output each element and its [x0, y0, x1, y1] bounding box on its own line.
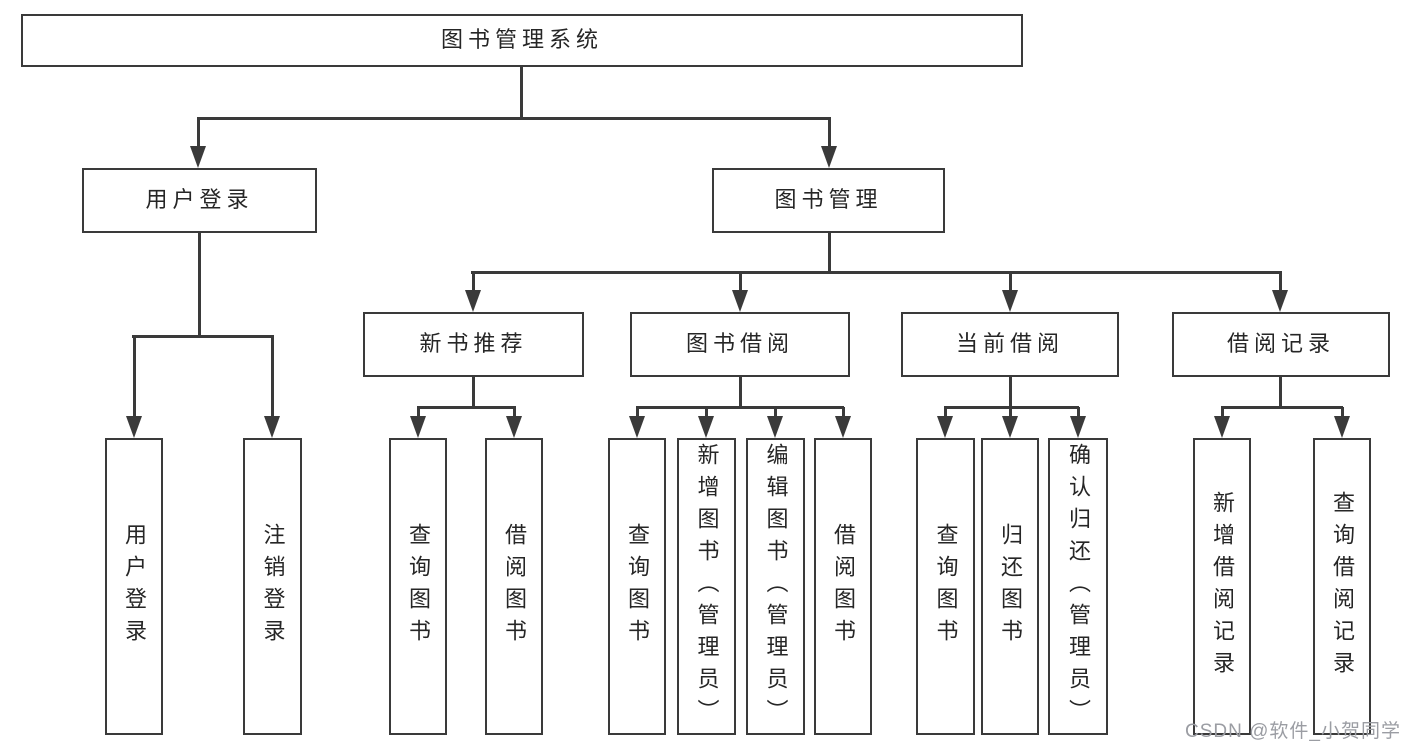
- connector-vline: [827, 233, 831, 274]
- node-borrow-records: 借阅记录: [1172, 312, 1390, 377]
- leaf-borrow-book-borrow: 借阅图书: [814, 438, 872, 735]
- arrowhead-down-icon: [264, 416, 280, 438]
- arrowhead-down-icon: [1334, 416, 1350, 438]
- arrowhead-down-icon: [1070, 416, 1086, 438]
- connector-arrow-stem: [1008, 272, 1012, 292]
- arrowhead-down-icon: [629, 416, 645, 438]
- leaf-user-login: 用户登录: [105, 438, 163, 735]
- connector-hline: [471, 270, 1282, 274]
- leaf-logout: 注销登录: [243, 438, 302, 735]
- arrowhead-down-icon: [126, 416, 142, 438]
- arrowhead-down-icon: [1272, 290, 1288, 312]
- leaf-query-book-borrow: 查询图书: [608, 438, 666, 735]
- arrowhead-down-icon: [698, 416, 714, 438]
- connector-arrow-stem: [1220, 407, 1224, 418]
- connector-hline: [132, 334, 274, 338]
- arrowhead-down-icon: [1214, 416, 1230, 438]
- leaf-confirm-return-admin: 确认归还（管理员）: [1048, 438, 1108, 735]
- connector-arrow-stem: [1076, 407, 1080, 418]
- arrowhead-down-icon: [1002, 290, 1018, 312]
- arrowhead-down-icon: [732, 290, 748, 312]
- arrowhead-down-icon: [410, 416, 426, 438]
- node-user-login: 用户登录: [82, 168, 317, 233]
- connector-arrow-stem: [471, 272, 475, 292]
- watermark: CSDN @软件_小贺同学: [1185, 721, 1401, 742]
- connector-arrow-stem: [270, 336, 274, 418]
- connector-vline: [197, 233, 201, 338]
- arrowhead-down-icon: [937, 416, 953, 438]
- arrowhead-down-icon: [190, 146, 206, 168]
- node-root: 图书管理系统: [21, 14, 1023, 67]
- node-book-mgmt: 图书管理: [712, 168, 945, 233]
- node-new-book-rec: 新书推荐: [363, 312, 584, 377]
- leaf-add-borrow-record: 新增借阅记录: [1193, 438, 1251, 735]
- arrowhead-down-icon: [821, 146, 837, 168]
- leaf-query-borrow-record: 查询借阅记录: [1313, 438, 1371, 735]
- connector-arrow-stem: [1278, 272, 1282, 292]
- connector-vline: [738, 377, 742, 409]
- connector-arrow-stem: [132, 336, 136, 418]
- connector-hline: [1221, 405, 1343, 409]
- connector-arrow-stem: [841, 407, 845, 418]
- arrowhead-down-icon: [835, 416, 851, 438]
- connector-vline: [471, 377, 475, 409]
- arrowhead-down-icon: [506, 416, 522, 438]
- connector-hline: [197, 116, 831, 120]
- connector-arrow-stem: [1340, 407, 1344, 418]
- connector-arrow-stem: [943, 407, 947, 418]
- connector-vline: [1008, 377, 1012, 409]
- connector-arrow-stem: [704, 407, 708, 418]
- leaf-borrow-book-rec: 借阅图书: [485, 438, 543, 735]
- connector-arrow-stem: [512, 407, 516, 418]
- leaf-query-book-current: 查询图书: [916, 438, 975, 735]
- node-book-borrow: 图书借阅: [630, 312, 850, 377]
- leaf-query-book-rec: 查询图书: [389, 438, 447, 735]
- node-current-borrow: 当前借阅: [901, 312, 1119, 377]
- connector-vline: [1278, 377, 1282, 409]
- connector-vline: [519, 67, 523, 119]
- connector-hline: [417, 405, 516, 409]
- connector-arrow-stem: [738, 272, 742, 292]
- connector-hline: [636, 405, 844, 409]
- leaf-return-book: 归还图书: [981, 438, 1039, 735]
- connector-hline: [944, 405, 1079, 409]
- arrowhead-down-icon: [465, 290, 481, 312]
- arrowhead-down-icon: [767, 416, 783, 438]
- connector-arrow-stem: [416, 407, 420, 418]
- connector-arrow-stem: [196, 118, 200, 148]
- connector-arrow-stem: [773, 407, 777, 418]
- connector-arrow-stem: [1008, 407, 1012, 418]
- leaf-edit-book-admin: 编辑图书（管理员）: [746, 438, 805, 735]
- arrowhead-down-icon: [1002, 416, 1018, 438]
- connector-arrow-stem: [827, 118, 831, 148]
- connector-arrow-stem: [635, 407, 639, 418]
- leaf-add-book-admin: 新增图书（管理员）: [677, 438, 736, 735]
